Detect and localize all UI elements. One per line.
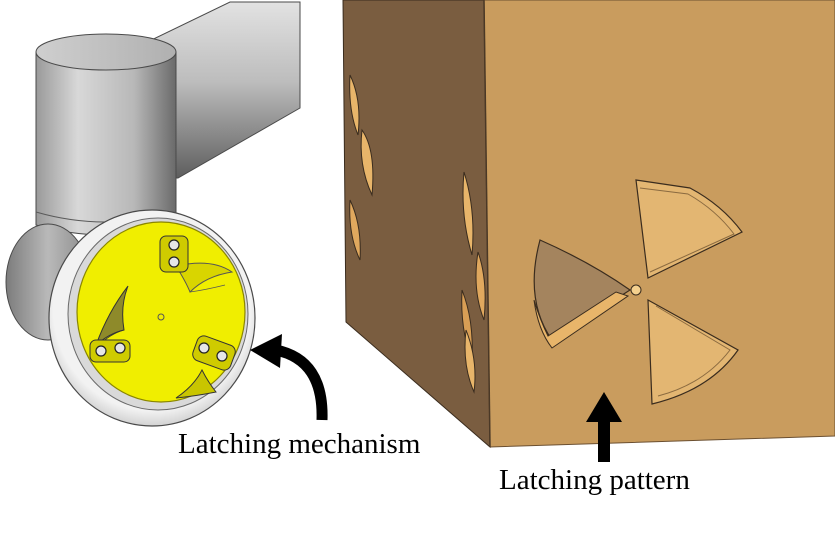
arrow-head-icon bbox=[250, 334, 282, 368]
box-edge bbox=[483, 0, 491, 448]
latching-pattern bbox=[533, 179, 743, 405]
latching-mechanism bbox=[48, 209, 256, 427]
pattern-sector-upper bbox=[635, 179, 743, 279]
bolt-icon bbox=[114, 342, 126, 354]
center-pin bbox=[157, 313, 165, 321]
pattern-center bbox=[630, 284, 642, 296]
curved-arrow-icon bbox=[274, 344, 328, 421]
bolt-icon bbox=[198, 342, 210, 354]
hook-bracket-upper bbox=[159, 235, 189, 273]
side-face-cutouts bbox=[349, 74, 486, 394]
arrow-to-pattern bbox=[586, 392, 622, 462]
label-latching-mechanism: Latching mechanism bbox=[178, 428, 421, 460]
latch-hook-lower bbox=[175, 335, 236, 399]
latch-hook-left bbox=[89, 285, 131, 363]
bolt-icon bbox=[168, 256, 180, 268]
arrow-to-mechanism bbox=[250, 334, 328, 421]
arrow-shaft-icon bbox=[598, 420, 610, 462]
bolt-icon bbox=[168, 239, 180, 251]
cardboard-box bbox=[342, 0, 835, 449]
bolt-icon bbox=[95, 345, 107, 357]
label-latching-pattern: Latching pattern bbox=[499, 464, 690, 496]
arm-vertical-cylinder bbox=[35, 51, 177, 236]
pattern-sector-lower bbox=[647, 298, 739, 405]
arrow-head-icon bbox=[586, 392, 622, 422]
latch-hook-upper bbox=[159, 235, 234, 293]
cylinder-top-cap bbox=[35, 33, 177, 71]
bolt-icon bbox=[216, 350, 228, 362]
